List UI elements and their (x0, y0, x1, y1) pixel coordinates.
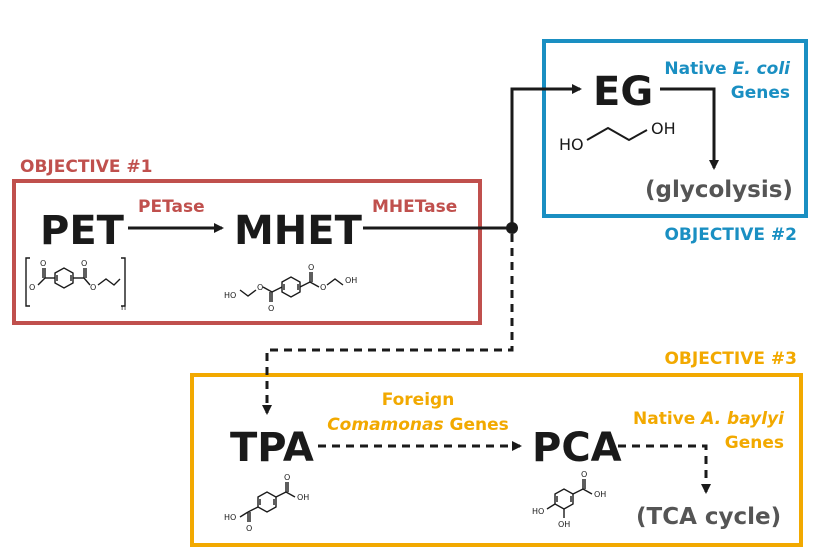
mhetase-label: MHETase (372, 197, 457, 217)
pca-oh-atom-2: OH (558, 520, 570, 529)
mhet-oh-atom: OH (345, 276, 357, 285)
eg-native-genes-line2: Genes (731, 83, 790, 103)
eg-ho-atom: HO (559, 135, 584, 154)
pca-ho-atom: HO (532, 507, 544, 516)
objective-3-box (190, 373, 803, 547)
pet-n-subscript: n (121, 303, 126, 312)
foreign-genes-line1: Foreign (382, 390, 455, 410)
tpa-label: TPA (230, 425, 314, 471)
tca-cycle-label: (TCA cycle) (636, 504, 781, 530)
pet-o-atom-4: O (90, 283, 96, 292)
arrow-junction-to-tpa (262, 234, 514, 415)
pet-o-atom-1: O (40, 259, 46, 268)
mhet-o-atom-3: O (308, 263, 314, 272)
eg-structure (586, 126, 648, 142)
mhet-label: MHET (234, 208, 363, 254)
glycolysis-label: (glycolysis) (645, 177, 793, 203)
pet-o-atom-3: O (81, 259, 87, 268)
petase-label: PETase (138, 197, 205, 217)
mhet-ho-atom: HO (224, 291, 236, 300)
objective-2-label: OBJECTIVE #2 (664, 225, 797, 245)
objective-3-label: OBJECTIVE #3 (664, 349, 797, 369)
objective-2-box (542, 39, 808, 218)
eg-native-genes-line1: Native E. coli (664, 59, 791, 79)
arrow-eg-to-glycolysis (660, 87, 719, 170)
eg-label: EG (593, 69, 653, 115)
mhet-o-atom-4: O (320, 283, 326, 292)
objective-1-label: OBJECTIVE #1 (20, 157, 153, 177)
arrow-pca-to-tca (618, 444, 711, 494)
eg-oh-atom: OH (651, 119, 676, 138)
tpa-ho-atom: HO (224, 513, 236, 522)
pet-label: PET (40, 208, 125, 254)
arrow-junction-to-eg (510, 84, 582, 228)
pet-structure (25, 257, 126, 307)
tpa-o-atom-2: O (246, 524, 252, 533)
objective-1-box (12, 179, 482, 325)
tpa-o-atom-1: O (284, 473, 290, 482)
tpa-oh-atom: OH (297, 493, 309, 502)
pca-label: PCA (532, 425, 622, 471)
mhet-structure (239, 272, 344, 302)
foreign-genes-line2: Comamonas Genes (327, 415, 509, 435)
pca-oh-atom-1: OH (594, 490, 606, 499)
mhet-o-atom-2: O (268, 304, 274, 313)
mhet-o-atom-1: O (257, 283, 263, 292)
pca-native-genes-line2: Genes (725, 433, 784, 453)
pet-o-atom-2: O (29, 283, 35, 292)
pca-structure (546, 479, 593, 518)
pca-native-genes-line1: Native A. baylyi (633, 409, 785, 429)
tpa-structure (239, 482, 296, 522)
pca-o-atom: O (581, 470, 587, 479)
